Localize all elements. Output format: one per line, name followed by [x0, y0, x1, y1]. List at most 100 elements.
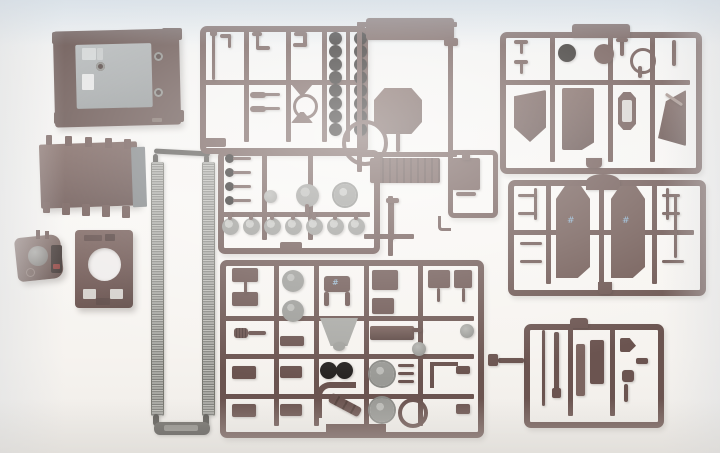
sprue-a-bar-v2 [286, 28, 291, 142]
sprue-e-pin-cluster [620, 40, 624, 56]
sprue-c-wheel-gate-4 [291, 212, 295, 220]
side-wall-peg-top-3 [85, 137, 92, 147]
sprue-f-skirt-left [556, 186, 590, 278]
track-run-left [151, 162, 164, 416]
sprue-d-box-1 [232, 268, 258, 282]
sprue-a-bracket-foot [256, 46, 270, 50]
sprue-f-bar-h1 [510, 230, 694, 235]
sprue-e-ring-open [630, 48, 656, 74]
sprue-c-pin-stem-3 [233, 185, 251, 188]
sprue-a-bar-v1 [244, 28, 249, 142]
sprue-e-brown-disc [594, 44, 614, 64]
hull-plate-screw-boss-b [154, 52, 163, 61]
hull-plate-decal-a [82, 48, 96, 60]
sprue-a-stem-2 [264, 107, 280, 110]
sprue-c-wheel-gate-5 [312, 212, 316, 220]
sprue-e-top-tab [572, 24, 630, 38]
sprue-c-wheel-gate-7 [354, 212, 358, 220]
sprue-d-tool-hook [412, 328, 422, 332]
part-turret-ring-plate [72, 228, 136, 312]
photo-caption: Plastic model kit parts laid out on whit… [0, 0, 1, 1]
sprue-b-small-hook [438, 216, 451, 231]
sprue-d-plate-2 [372, 298, 394, 314]
side-wall-peg-top-4 [105, 138, 112, 148]
sprue-c [216, 146, 382, 266]
sprue-d-wheel-2 [282, 300, 304, 322]
sprue-d-bar-v1 [274, 262, 279, 426]
hull-plate-decal-b [97, 48, 103, 60]
turret-ring-panel-line-a [84, 235, 102, 241]
sprue-e-black-disc [558, 44, 576, 62]
sprue-d-rod-2 [398, 372, 414, 375]
tyre-a4 [329, 71, 342, 84]
sprue-d-r-disc [460, 324, 474, 338]
road-wheel-5 [306, 218, 323, 235]
side-wall-peg-bottom-2 [62, 203, 70, 215]
sprue-c-bottom-tab [280, 242, 302, 254]
sprue-d-black-roller-2 [336, 362, 353, 379]
sprue-a-bar-v3 [322, 28, 327, 142]
tyre-a1 [329, 32, 342, 45]
sprue-b-mantlet-gate [396, 132, 400, 152]
sprue-e-pin-cap [616, 38, 628, 42]
sprue-f-rod-r3 [662, 212, 680, 215]
sprue-f-rod-l3 [518, 212, 536, 215]
sprue-d-toolbox [370, 326, 414, 340]
sprue-a-clip-base [293, 43, 307, 47]
sprue-e-ring-gate [638, 66, 642, 78]
sprue-d-rod-3 [398, 380, 414, 383]
sprue-d-box-2 [232, 292, 258, 306]
sprue-g-side-stub [636, 358, 648, 364]
cupola-periscope-stub [45, 231, 49, 239]
hull-plate-end-lug-tr [162, 28, 182, 40]
sprue-d-bracket-2 [280, 336, 304, 346]
sprue-f-rod-r4 [674, 196, 677, 258]
cupola-vision-port [26, 268, 35, 277]
sprue-f-rod-r1 [666, 188, 669, 220]
part-turret-cupola [12, 228, 68, 292]
tyre-a6 [329, 97, 342, 110]
sprue-g-block [590, 340, 604, 384]
hull-plate-screw-boss-a [96, 62, 105, 71]
sprue-c-small-hub [264, 190, 277, 203]
sprue-g-barrel-muzzle [552, 388, 561, 398]
sprue-g-bar-v1 [568, 326, 573, 416]
sprue-d-bar-v3 [364, 262, 369, 426]
side-wall-peg-bottom-4 [102, 205, 110, 217]
cupola-red-marking [53, 264, 60, 269]
sprue-b-bar-top [357, 22, 457, 27]
side-wall-rear-flange [130, 146, 148, 208]
sprue-e-right-rod [672, 40, 676, 66]
track-run-right [202, 162, 215, 416]
sprue-d-wheel-1 [282, 270, 304, 292]
sprue-g-fitting-3 [624, 384, 628, 402]
tyre-a3 [329, 58, 342, 71]
sprue-g [488, 314, 666, 428]
sprue-g-bar-v2 [610, 326, 615, 416]
side-wall-peg-top-1 [46, 135, 52, 145]
sprue-d-plate-1 [372, 270, 398, 290]
sprue-f-bottom-lug [598, 282, 612, 294]
sprue-d-gun-mount-arm-l [324, 292, 329, 306]
sprue-a-hook-stem [228, 34, 231, 48]
sprue-c-wheel-gate-2 [249, 212, 253, 220]
sprue-e-bottom-lug [586, 158, 602, 168]
sprue-f-rod-r2 [662, 194, 680, 197]
sprue-e-bar-h1 [502, 80, 690, 85]
hull-plate-end-lug-tl [52, 32, 70, 44]
sprue-f-rod-r5 [662, 260, 684, 263]
side-wall-peg-top-5 [124, 139, 131, 149]
sprue-d-ring-part [398, 398, 428, 428]
sprue-d-gun-mount-arm-r [345, 292, 350, 306]
sprue-d-gun-marking: # [332, 278, 339, 287]
sprue-c-idler-gate [305, 204, 309, 216]
road-wheel-7 [348, 218, 365, 235]
hull-plate-serial-text [152, 118, 162, 122]
sprue-c-wheel-gate-3 [270, 212, 274, 220]
turret-ring-panel-line-b [105, 234, 115, 241]
sprue-d-black-roller-1 [320, 362, 337, 379]
sprue-c-wheel-gate-1 [228, 212, 232, 220]
turret-ring-notch [96, 298, 110, 305]
sprue-d-rod-1 [398, 364, 414, 367]
sprue-b-antenna-base [386, 198, 399, 203]
